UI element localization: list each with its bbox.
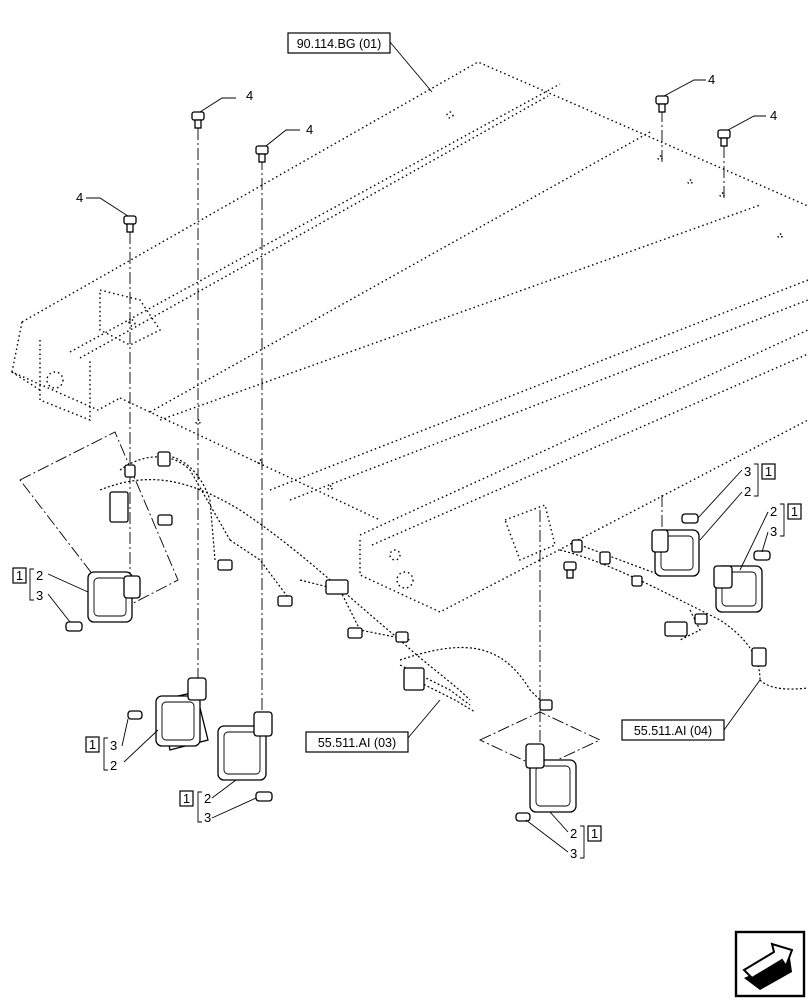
work-lamp-front-left bbox=[155, 677, 209, 751]
callout-group-front-center: 1 2 3 bbox=[179, 790, 211, 825]
callout-bolt: 4 bbox=[246, 88, 253, 103]
callout-label: 3 bbox=[570, 846, 577, 861]
callout-group-rear-right-2: 2 3 1 bbox=[770, 503, 802, 539]
wiring-harness bbox=[99, 454, 808, 713]
bolt-4 bbox=[563, 561, 577, 579]
callout-label: 2 bbox=[744, 484, 751, 499]
work-lamp-front-center bbox=[217, 711, 273, 781]
bolt-4 bbox=[191, 111, 205, 129]
callout-group-front-left: 1 3 2 bbox=[85, 736, 117, 773]
callout-bolt: 4 bbox=[76, 190, 83, 205]
callout-label: 55.511.AI (04) bbox=[634, 724, 712, 738]
reference-harness-left[interactable]: 55.511.AI (03) bbox=[305, 731, 409, 753]
callout-label: 1 bbox=[16, 568, 23, 583]
callout-label: 55.511.AI (03) bbox=[318, 736, 396, 750]
bolt-group bbox=[123, 95, 731, 579]
callout-label: 3 bbox=[110, 738, 117, 753]
harness-connectors bbox=[109, 451, 767, 711]
callout-label: 2 bbox=[770, 504, 777, 519]
callout-group-left-rear: 1 2 3 bbox=[12, 567, 43, 603]
bolt-4 bbox=[255, 145, 269, 163]
bolt-4 bbox=[717, 129, 731, 147]
callout-label: 1 bbox=[791, 504, 798, 519]
bulb-rear-right-2 bbox=[753, 550, 771, 561]
callout-label: 1 bbox=[765, 464, 772, 479]
bulb-rear-right-1 bbox=[681, 513, 699, 524]
work-lamp-rear-right-2 bbox=[713, 565, 763, 613]
callout-bolt: 4 bbox=[770, 108, 777, 123]
callout-bolt: 4 bbox=[306, 122, 313, 137]
leader-lines bbox=[47, 41, 769, 853]
callout-label: 3 bbox=[36, 588, 43, 603]
callout-label: 2 bbox=[204, 791, 211, 806]
callout-label: 1 bbox=[183, 791, 190, 806]
callout-group-rear-right-1: 3 2 1 bbox=[744, 463, 776, 499]
callout-label: 3 bbox=[204, 810, 211, 825]
bulb-front-right bbox=[515, 812, 531, 822]
callout-label: 3 bbox=[770, 524, 777, 539]
bolt-4 bbox=[123, 215, 137, 233]
callout-label: 3 bbox=[744, 464, 751, 479]
alignment-lines bbox=[19, 110, 725, 769]
next-page-arrow-icon[interactable] bbox=[734, 930, 806, 998]
bulb-front-left bbox=[127, 710, 143, 720]
callout-group-front-right: 2 3 1 bbox=[570, 825, 602, 861]
bulb-front-center bbox=[255, 791, 273, 802]
callout-label: 90.114.BG (01) bbox=[297, 37, 382, 51]
callout-label: 1 bbox=[591, 826, 598, 841]
work-lamp-left-rear bbox=[87, 571, 141, 623]
work-lamp-rear-right-1 bbox=[651, 529, 700, 577]
callout-label: 2 bbox=[110, 758, 117, 773]
bulb-left-rear bbox=[65, 621, 83, 632]
callout-label: 1 bbox=[89, 737, 96, 752]
bolt-4 bbox=[655, 95, 669, 113]
callout-label: 2 bbox=[36, 568, 43, 583]
callout-label: 2 bbox=[570, 826, 577, 841]
work-lamp-front-right bbox=[525, 743, 577, 813]
callout-bolt: 4 bbox=[708, 72, 715, 87]
reference-harness-right[interactable]: 55.511.AI (04) bbox=[621, 719, 725, 741]
reference-top[interactable]: 90.114.BG (01) bbox=[287, 32, 391, 54]
